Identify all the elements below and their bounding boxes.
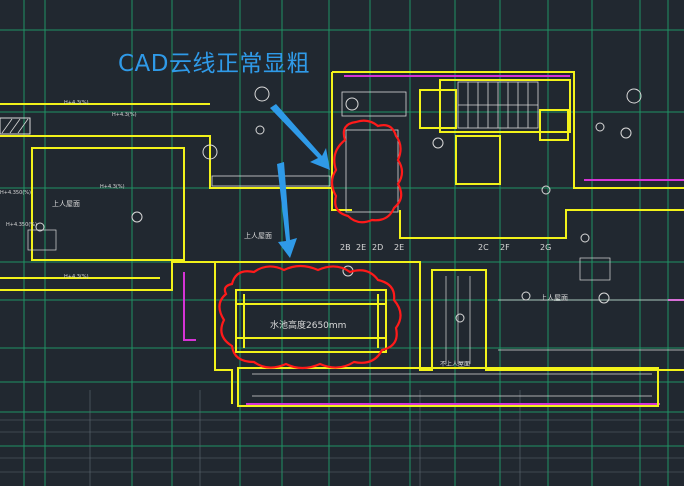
grid-mark: 2G [540, 243, 551, 252]
revision-cloud-lower [218, 264, 402, 370]
roof-access-label: 上人屋面 [540, 293, 568, 302]
elevation-label: H+4.350(%) [0, 190, 31, 196]
elevation-label: H+4.3(%) [112, 112, 137, 118]
grid-mark: 2C [478, 243, 489, 252]
revision-cloud-upper [330, 119, 404, 224]
grid-mark: 2E [356, 243, 366, 252]
left-hatch-band [0, 117, 331, 187]
elevation-label: H+4.3(%) [100, 184, 125, 190]
elevation-label: H+4.3(%) [64, 274, 89, 280]
roof-access-label: 上人屋面 [52, 199, 80, 208]
left-roof-walls [0, 103, 332, 291]
pool-depth-label: 水池高度2650mm [270, 319, 346, 331]
grid-mark: 2E [394, 243, 404, 252]
annotation-arrow-down [277, 162, 297, 258]
lower-detail-lines [0, 390, 684, 486]
elevation-label: H+4.3(%) [64, 100, 89, 106]
grid-mark: 2F [500, 243, 510, 252]
right-detail-lines [27, 229, 684, 351]
grid-mark: 2B [340, 243, 351, 252]
pool-walls [214, 261, 684, 407]
roof-access-label: 上人屋面 [244, 231, 272, 240]
pool-hatch [252, 276, 652, 397]
no-access-label: 不上人屋面 [440, 360, 470, 368]
magenta-edges [183, 75, 684, 405]
stair-detail [341, 81, 539, 213]
core-walls [331, 71, 684, 239]
grid-marks: 2B 2E 2D 2E 2C 2F 2G [340, 243, 551, 252]
grid-mark: 2D [372, 243, 383, 252]
annotation-arrow-right [270, 104, 330, 170]
annotation-title: CAD云线正常显粗 [118, 51, 311, 77]
elevation-label: H+4.350(%) [6, 222, 37, 228]
